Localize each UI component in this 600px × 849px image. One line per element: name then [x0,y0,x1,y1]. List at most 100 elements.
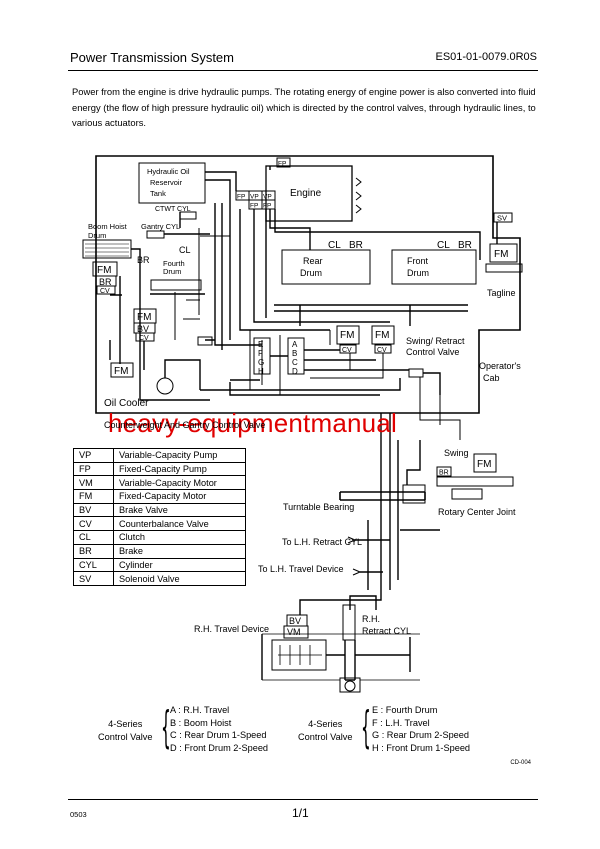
swing-label: Swing [444,448,469,458]
legend-name: Variable-Capacity Pump [113,448,246,463]
valve-d: D [292,367,298,376]
rear-drum-motor-label: FM [340,330,354,341]
watermark: heavy-equipmentmanual [108,408,397,438]
tagline-sv-label: SV [497,214,507,223]
legend-abbr: CV [73,516,114,532]
rh-travel-vm [283,625,309,639]
footer-code: 0503 [70,810,87,819]
legend-name: Solenoid Valve [113,571,246,586]
pump-fp-3 [261,199,276,210]
boom-hoist-motor-label: FM [97,265,111,276]
cv-label-line: 4-Series [308,719,343,729]
fixed-pump-top [276,157,291,168]
oil-cooler-motor-label: FM [114,366,128,377]
legend-abbr: VM [73,475,114,491]
rh-travel-vm-label: VM [287,627,301,637]
engine [265,165,353,222]
cv-label-line: 4-Series [108,719,143,729]
tagline-label: Tagline [487,288,516,298]
front-drum [391,249,477,285]
legend-abbr: FP [73,461,114,477]
fourth-drum-br: BR [137,255,150,265]
front-drum-br: BR [458,240,472,251]
legend-abbr: BR [73,543,114,559]
boom-hoist-cv [96,285,116,295]
swing-brake [436,466,452,477]
lower-hydraulic-lines [299,413,440,615]
front-drum-label: Front Drum [407,256,431,278]
pump-fp-1-label: FP [237,194,245,201]
legend-abbr: BV [73,502,114,518]
fourth-drum-bv-label: BV [137,324,149,334]
swing-motor-label: FM [477,459,491,470]
valve-f: F [258,349,263,358]
intro-paragraph: Power from the engine is drive hydraulic… [72,86,536,128]
engine-fan [355,177,362,214]
front-drum-motor-label: FM [375,330,389,341]
boom-hoist-drum-label: Boom Hoist Drum [88,222,129,240]
fourth-drum [150,279,202,291]
crawler-frame [261,634,411,681]
rear-drum-br: BR [349,240,363,251]
pump-vp-2-label: VP [263,194,272,201]
fourth-drum-motor-label: FM [137,312,151,323]
rh-retract-cyl-label: R.H. Retract CYL [362,614,411,636]
footer-divider [68,799,538,800]
rear-drum-motor [336,325,360,345]
counterweight-valve [197,336,213,346]
engine-label: Engine [290,188,322,199]
ctwt-cyl [179,211,197,220]
rh-retract-cyl [342,604,356,641]
rear-drum-cv-label: CV [342,347,352,354]
rear-drum [281,249,371,285]
swing-retract-cv [408,368,424,378]
legend-name: Clutch [113,530,246,545]
pump-vp-1-label: VP [250,194,259,201]
control-valve-key-1: 4-Series Control Valve { A : R.H. Travel… [96,704,286,760]
lh-travel-device-label: To L.H. Travel Device [258,564,344,574]
control-valve-key-2: 4-Series Control Valve { E : Fourth Drum… [298,704,488,760]
rh-idler [344,680,356,692]
tagline-sv [493,212,513,223]
fourth-drum-cl: CL [179,245,191,255]
swing-brake-label: BR [439,470,449,477]
control-valve-key-2-label: 4-Series Control Valve [298,718,352,743]
cv-item: A : R.H. Travel [170,705,230,715]
cv-item: B : Boom Hoist [170,717,232,728]
fourth-drum-cv [135,332,155,342]
legend-name: Cylinder [113,557,246,573]
pump-fp-3-label: FP [263,203,271,210]
page-number: 1/1 [292,806,309,820]
tagline-drum [485,263,523,273]
turntable-bearing-label: Turntable Bearing [283,502,354,512]
hydraulic-lines-upper [109,166,498,401]
front-drum-cv-label: CV [377,347,387,354]
upper-frame-outline [95,155,521,414]
drum-gear-train [274,304,468,312]
swing-gearbox [436,476,514,487]
rotary-center-joint [402,484,426,504]
legend-name: Brake [113,543,246,559]
rh-idler-mount [339,677,361,693]
hydraulic-tank-label: Hydraulic Oil Reservoir Tank [147,167,192,198]
oil-cooler-fan [156,377,174,395]
cv-item: D : Front Drum 2-Speed [170,742,269,753]
cv-item: E : Fourth Drum [372,705,438,715]
swing-pinion [451,488,483,500]
figure-reference: CD-004 [510,760,531,766]
control-valve-key-2-items: E : Fourth Drum F : L.H. Travel G : Rear… [372,704,470,754]
valve-c: C [292,358,298,367]
legend-abbr: SV [73,571,114,586]
oil-cooler-label: Oil Cooler [104,398,149,409]
tagline-motor [489,243,518,263]
cv-label-line: Control Valve [298,731,353,742]
cv-label-line: Control Valve [98,731,153,742]
cv-item: G : Rear Drum 2-Speed [372,730,470,740]
rear-drum-label: Rear Drum [300,256,325,278]
front-drum-motor [371,325,395,345]
